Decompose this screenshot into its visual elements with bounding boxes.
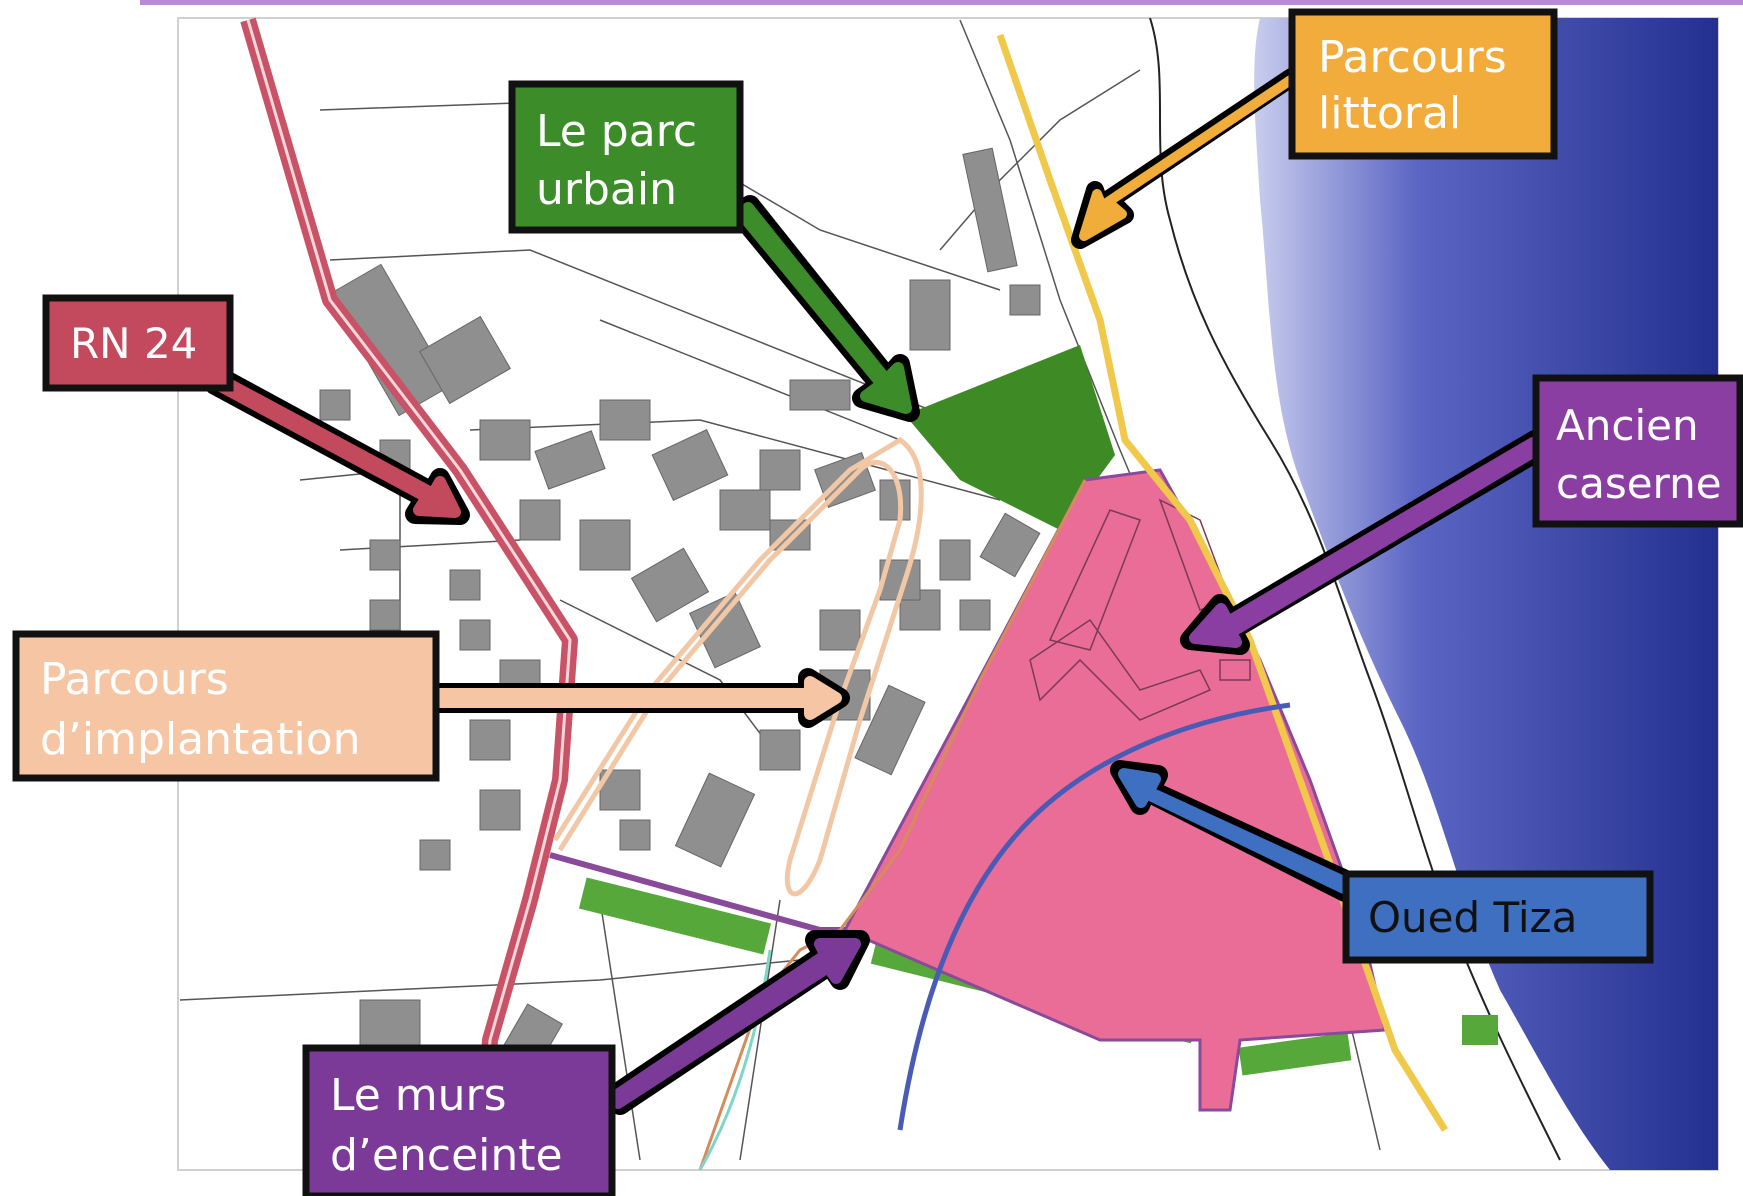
- label-caserne-line2: caserne: [1556, 459, 1722, 508]
- arrow-parc: [730, 195, 920, 422]
- label-littoral-line1: Parcours: [1318, 32, 1507, 83]
- implantation-path: [552, 437, 924, 897]
- arrow-implantation: [430, 668, 850, 728]
- urban-park: [905, 345, 1115, 530]
- arrow-murs: [604, 930, 870, 1115]
- label-parcours-littoral: Parcours littoral: [1288, 8, 1558, 160]
- callout-arrows: [205, 63, 1550, 1115]
- label-rn24-text: RN 24: [70, 319, 197, 368]
- label-murs-line2: d’enceinte: [330, 1130, 563, 1181]
- label-implantation-line1: Parcours: [40, 654, 229, 705]
- arrow-caserne: [1180, 430, 1550, 655]
- label-parc-line1: Le parc: [536, 106, 697, 157]
- oued-tiza-river: [897, 702, 1291, 1131]
- label-murs-line1: Le murs: [330, 1070, 507, 1121]
- label-oued-text: Oued Tiza: [1368, 893, 1577, 942]
- label-parc-line2: urbain: [536, 164, 677, 215]
- arrow-littoral: [1071, 63, 1309, 249]
- arrow-oued: [1110, 760, 1360, 902]
- label-implantation-line2: d’implantation: [40, 714, 361, 765]
- label-parcours-implantation: Parcours d’implantation: [12, 630, 440, 782]
- label-oued-tiza: Oued Tiza: [1342, 870, 1654, 964]
- top-rule: [140, 0, 1743, 5]
- label-ancien-caserne: Ancien caserne: [1532, 374, 1743, 528]
- littoral-path: [996, 33, 1448, 1132]
- label-littoral-line2: littoral: [1318, 88, 1461, 139]
- label-parc-urbain: Le parc urbain: [508, 80, 744, 234]
- label-murs-enceinte: Le murs d’enceinte: [302, 1044, 616, 1196]
- small-stream: [698, 949, 772, 1171]
- label-rn24: RN 24: [42, 294, 234, 392]
- label-caserne-line1: Ancien: [1556, 401, 1699, 450]
- arrow-rn24: [205, 368, 470, 525]
